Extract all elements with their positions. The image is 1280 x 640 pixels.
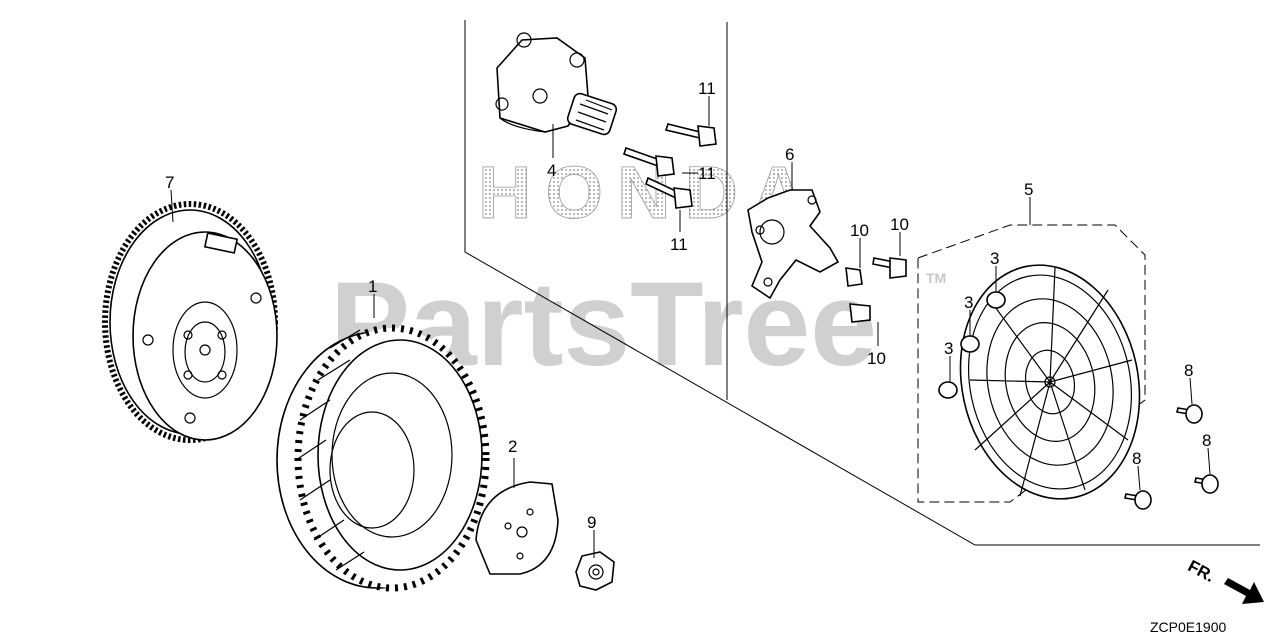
callout-3-middle: 3 (964, 293, 973, 312)
part-11-bolts (622, 123, 717, 209)
front-direction-indicator: FR. (1185, 556, 1264, 604)
callout-3-top: 3 (990, 249, 999, 268)
callout-8-bottom: 8 (1132, 449, 1141, 468)
callout-7: 7 (165, 173, 174, 192)
callout-11-middle: 11 (698, 164, 716, 183)
part-9-nut (575, 551, 615, 591)
callout-10-bottom: 10 (867, 349, 886, 368)
front-label: FR. (1185, 556, 1218, 586)
frame-lines (464, 20, 1260, 546)
callout-8-top: 8 (1184, 361, 1193, 380)
callout-8-right: 8 (1202, 431, 1211, 450)
part-10-fasteners (845, 257, 907, 323)
diagram-code: ZCP0E1900 (1150, 619, 1226, 635)
part-7-flywheel (102, 201, 278, 443)
part-8-screws (1124, 404, 1219, 510)
callout-6: 6 (785, 145, 794, 164)
callout-2: 2 (508, 437, 517, 456)
callout-11-bottom: 11 (670, 235, 688, 254)
front-arrow-icon (1224, 578, 1264, 604)
part-5-guard (917, 224, 1146, 503)
part-4-housing (495, 32, 618, 136)
part-3-grommets (938, 291, 1006, 399)
callout-3-bottom: 3 (944, 339, 953, 358)
part-2-plate (475, 481, 559, 575)
callout-5: 5 (1024, 180, 1033, 199)
callout-1: 1 (368, 277, 377, 296)
callout-10-right: 10 (890, 215, 909, 234)
callout-9: 9 (587, 513, 596, 532)
honda-watermark: HONDA (478, 151, 819, 234)
callout-11-top: 11 (698, 79, 716, 98)
callout-4: 4 (547, 161, 556, 180)
trademark-mark: TM (926, 270, 946, 286)
callout-10-left: 10 (850, 221, 869, 240)
part-1-fan (276, 324, 490, 592)
part-6-bracket (747, 189, 840, 300)
leader-lines (170, 96, 1211, 558)
